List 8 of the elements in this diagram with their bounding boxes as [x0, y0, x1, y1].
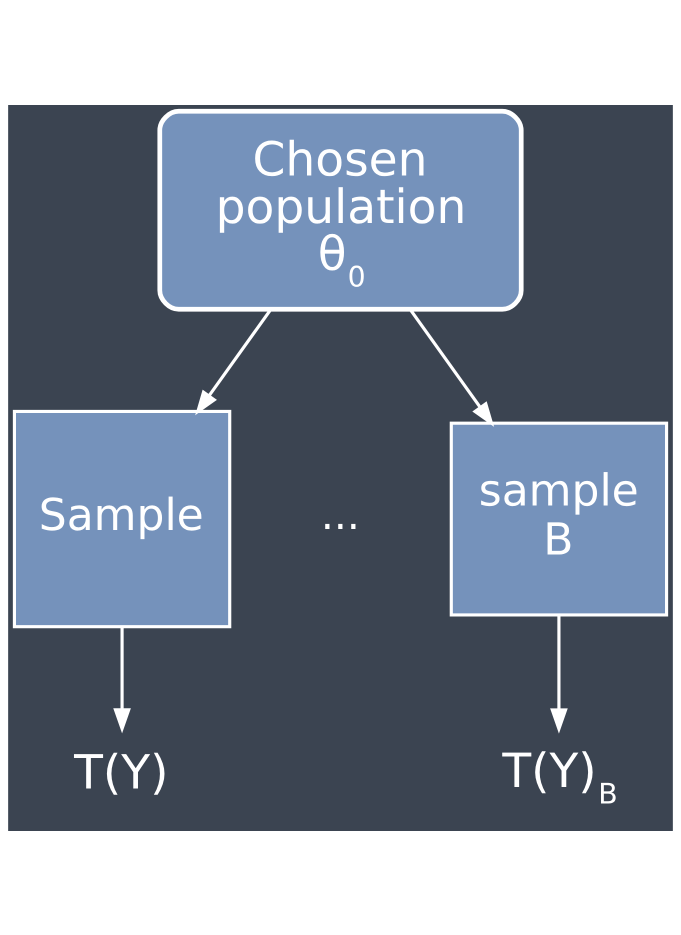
node-text: T(Y)$_{B}$ — [502, 744, 618, 810]
label: ... — [320, 490, 360, 538]
node-box: Chosen population θ$_{0}$ — [157, 108, 524, 312]
node-box: Sample — [12, 409, 232, 628]
arrow — [113, 626, 131, 733]
arrow — [550, 614, 568, 734]
node-box: sample B — [450, 421, 668, 616]
node-text: T(Y) — [74, 745, 168, 800]
